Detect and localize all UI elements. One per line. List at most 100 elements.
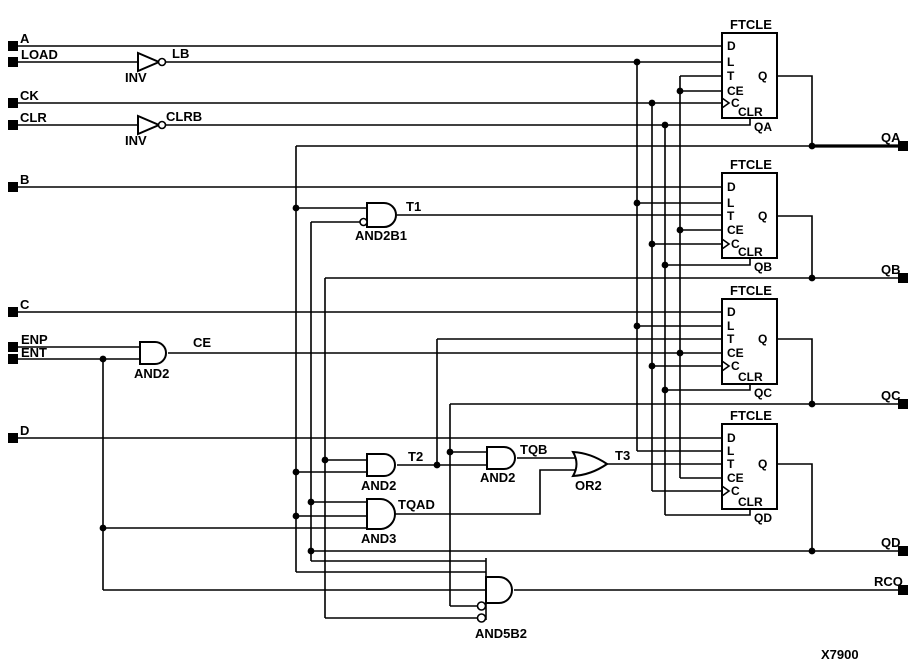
gate-label-and2b1: AND2B1 bbox=[355, 228, 407, 243]
ff-pin-ce: CE bbox=[727, 346, 744, 360]
ff-pin-t: T bbox=[727, 69, 735, 83]
output-terminals bbox=[898, 141, 908, 595]
net-lb bbox=[165, 61, 722, 452]
terminal-ck bbox=[8, 98, 18, 108]
terminal-load bbox=[8, 57, 18, 67]
junction-dots bbox=[99, 58, 816, 555]
ff-q-net-label: QD bbox=[754, 511, 772, 525]
ff-pin-q: Q bbox=[758, 457, 767, 471]
ff-pin-ce: CE bbox=[727, 471, 744, 485]
net-label-t1: T1 bbox=[406, 199, 421, 214]
terminal-b bbox=[8, 182, 18, 192]
flipflop-qd bbox=[721, 423, 778, 510]
inverter-bubble-icon bbox=[157, 120, 167, 130]
inverter-clr bbox=[137, 114, 167, 136]
ff-pin-c: C bbox=[731, 359, 740, 373]
clock-chevron-icon bbox=[721, 97, 731, 109]
output-label-qa: QA bbox=[881, 130, 901, 145]
input-label-a: A bbox=[20, 31, 30, 46]
ff-pin-d: D bbox=[727, 431, 736, 445]
terminal-d bbox=[8, 433, 18, 443]
ff-title: FTCLE bbox=[730, 283, 772, 298]
net-ce bbox=[168, 75, 722, 479]
ff-pin-q: Q bbox=[758, 209, 767, 223]
ff-q-net-label: QC bbox=[754, 386, 772, 400]
and2-t2-gate bbox=[366, 453, 396, 477]
ff-title: FTCLE bbox=[730, 17, 772, 32]
ff-pin-l: L bbox=[727, 55, 734, 69]
and3-tqad-gate bbox=[366, 498, 396, 530]
figure-number: X7900 bbox=[821, 647, 859, 662]
clock-chevron-icon bbox=[721, 360, 731, 372]
and2-tqb-gate bbox=[486, 446, 516, 470]
ff-pin-q: Q bbox=[758, 332, 767, 346]
ff-pin-d: D bbox=[727, 305, 736, 319]
net-label-ce: CE bbox=[193, 335, 211, 350]
ff-pin-l: L bbox=[727, 319, 734, 333]
ff-pin-t: T bbox=[727, 457, 735, 471]
ff-pin-d: D bbox=[727, 180, 736, 194]
ff-pin-l: L bbox=[727, 444, 734, 458]
net-ck bbox=[18, 102, 722, 492]
output-label-qc: QC bbox=[881, 388, 901, 403]
net-qd bbox=[310, 221, 898, 562]
labels: A LOAD CK CLR B C ENP ENT D QA QB QC QD … bbox=[20, 17, 903, 662]
ff-pin-clr: CLR bbox=[738, 105, 763, 119]
input-label-enp: ENP bbox=[21, 332, 48, 347]
and2-ce-gate bbox=[139, 341, 167, 365]
inverter-triangle bbox=[137, 114, 162, 136]
gate-label-and-tqb: AND2 bbox=[480, 470, 515, 485]
ff-pin-clr: CLR bbox=[738, 370, 763, 384]
terminal-c bbox=[8, 307, 18, 317]
flipflop-qa bbox=[721, 32, 778, 119]
net-ent bbox=[18, 358, 486, 591]
ff-pin-c: C bbox=[731, 484, 740, 498]
and5b2-rco-gate bbox=[476, 558, 513, 623]
terminal-qb bbox=[898, 273, 908, 283]
input-label-clr: CLR bbox=[20, 110, 47, 125]
output-label-qb: QB bbox=[881, 262, 901, 277]
net-label-lb: LB bbox=[172, 46, 189, 61]
and2b1-t1-gate bbox=[359, 202, 397, 228]
terminal-rco bbox=[898, 585, 908, 595]
net-label-t2: T2 bbox=[408, 449, 423, 464]
terminal-qa bbox=[898, 141, 908, 151]
inverted-input-bubble-icon bbox=[359, 217, 368, 227]
input-terminals bbox=[8, 41, 18, 443]
inverter-triangle bbox=[137, 51, 162, 73]
ff-pin-l: L bbox=[727, 196, 734, 210]
gate-label-and3: AND3 bbox=[361, 531, 396, 546]
input-label-c: C bbox=[20, 297, 30, 312]
ff-pin-clr: CLR bbox=[738, 245, 763, 259]
flipflop-qc bbox=[721, 298, 778, 385]
terminal-ent bbox=[8, 354, 18, 364]
terminal-clr bbox=[8, 120, 18, 130]
terminal-enp bbox=[8, 342, 18, 352]
net-clrb bbox=[165, 118, 751, 516]
ff-pin-t: T bbox=[727, 209, 735, 223]
net-qc bbox=[449, 338, 898, 607]
input-label-ck: CK bbox=[20, 88, 39, 103]
input-label-b: B bbox=[20, 172, 29, 187]
ff-pin-clr: CLR bbox=[738, 495, 763, 509]
terminal-qc bbox=[898, 399, 908, 409]
input-label-ent: ENT bbox=[21, 345, 47, 360]
gate-label-inv-load: INV bbox=[125, 70, 147, 85]
wires bbox=[18, 45, 898, 619]
net-t2 bbox=[397, 338, 722, 466]
ff-pin-c: C bbox=[731, 96, 740, 110]
inverter-load bbox=[137, 51, 167, 73]
net-label-tqad: TQAD bbox=[398, 497, 435, 512]
net-label-clrb: CLRB bbox=[166, 109, 202, 124]
ff-q-net-label: QA bbox=[754, 120, 772, 134]
clock-chevron-icon bbox=[721, 238, 731, 250]
inverted-input-bubble-icon bbox=[476, 601, 487, 611]
ff-pin-ce: CE bbox=[727, 223, 744, 237]
terminal-qd bbox=[898, 546, 908, 556]
ff-title: FTCLE bbox=[730, 157, 772, 172]
ff-title: FTCLE bbox=[730, 408, 772, 423]
inverter-bubble-icon bbox=[157, 57, 167, 67]
flipflop-qb bbox=[721, 172, 778, 259]
